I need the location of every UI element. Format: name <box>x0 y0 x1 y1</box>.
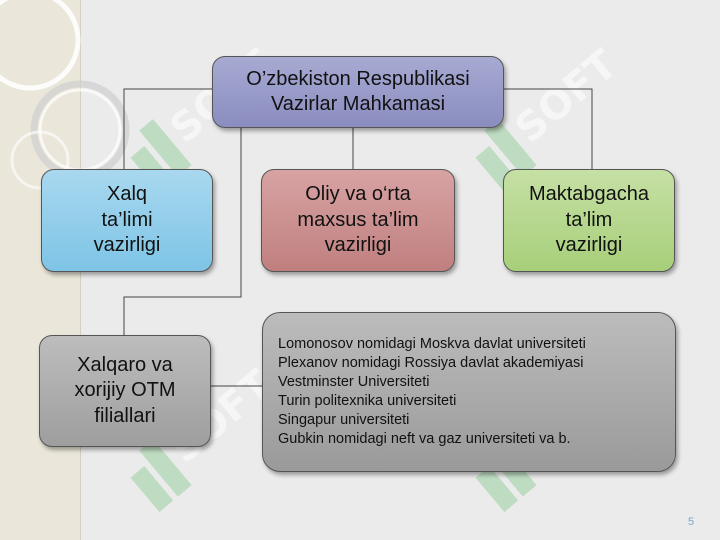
page-number: 5 <box>688 516 695 528</box>
connector-top-branches <box>123 128 242 335</box>
node-cabinet-of-ministers: O’zbekiston Respublikasi Vazirlar Mahkam… <box>212 56 504 128</box>
node-higher-education-label: Oliy va o‘rta maxsus ta’lim vazirligi <box>297 183 419 257</box>
connector-top-right <box>504 88 593 169</box>
list-item: Singapur universiteti <box>278 412 410 428</box>
list-item: Turin politexnika universiteti <box>278 393 457 409</box>
list-item: Vestminster Universiteti <box>278 374 430 390</box>
node-public-education-label: Xalq ta’limi vazirligi <box>93 183 161 257</box>
connector-top-left <box>123 88 212 169</box>
list-item: Lomonosov nomidagi Moskva davlat univers… <box>278 336 586 352</box>
university-list: Lomonosov nomidagi Moskva davlat univers… <box>278 335 586 449</box>
node-foreign-branches: Xalqaro va xorijiy OTM filiallari <box>39 335 211 447</box>
list-item: Plexanov nomidagi Rossiya davlat akademi… <box>278 355 584 371</box>
node-higher-education-ministry: Oliy va o‘rta maxsus ta’lim vazirligi <box>261 169 455 272</box>
list-item: Gubkin nomidagi neft va gaz universiteti… <box>278 431 571 447</box>
node-university-list: Lomonosov nomidagi Moskva davlat univers… <box>262 312 676 472</box>
node-public-education-ministry: Xalq ta’limi vazirligi <box>41 169 213 272</box>
node-foreign-branches-label: Xalqaro va xorijiy OTM filiallari <box>74 353 176 427</box>
node-preschool-ministry: Maktabgacha ta’lim vazirligi <box>503 169 675 272</box>
node-cabinet-label: O’zbekiston Respublikasi Vazirlar Mahkam… <box>246 67 470 115</box>
node-preschool-label: Maktabgacha ta’lim vazirligi <box>528 183 650 257</box>
